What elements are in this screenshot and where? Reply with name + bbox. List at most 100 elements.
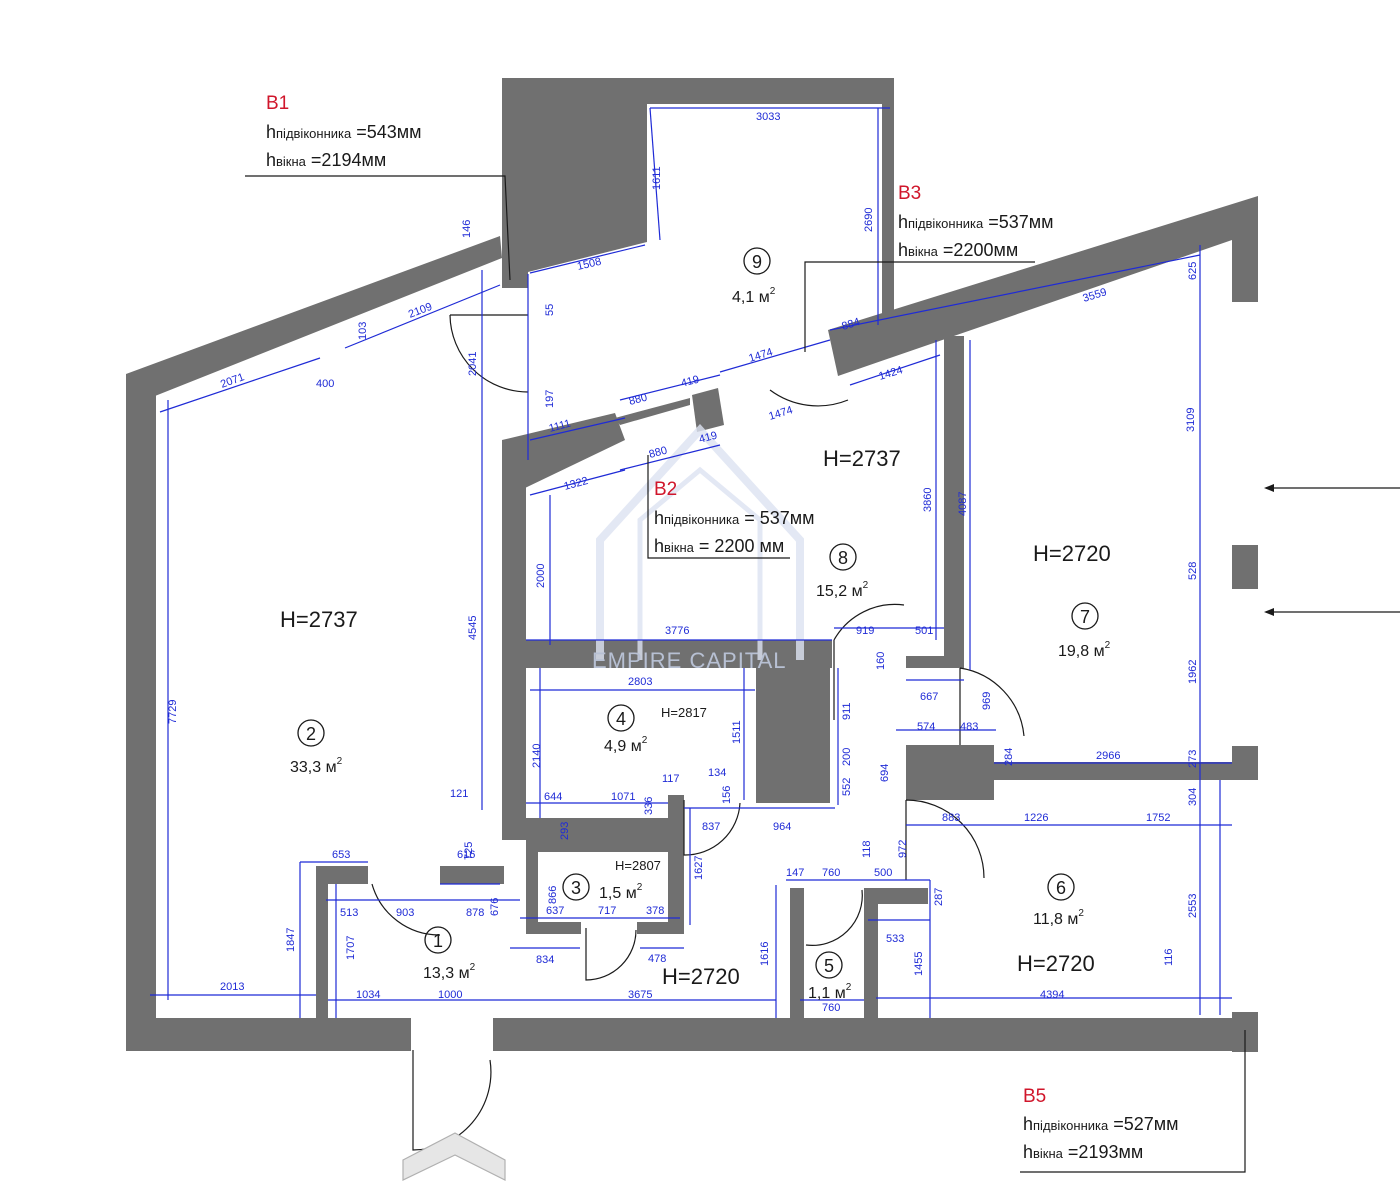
room-2-circle	[297, 719, 325, 747]
leader-b2	[647, 455, 790, 559]
dim-label: 903	[396, 907, 414, 919]
door-room7	[959, 667, 1025, 745]
dim-label: 134	[708, 767, 726, 779]
wall-5-left	[790, 888, 804, 1018]
dim-label: 378	[646, 905, 664, 917]
dim-label: 478	[648, 953, 666, 965]
dim-label: 616	[457, 849, 475, 861]
dim-label: 3033	[756, 111, 780, 123]
dim-label: 972	[897, 840, 909, 858]
dim-label: 2803	[628, 676, 652, 688]
dim-label: 880	[648, 445, 669, 461]
dim-label: 1611	[651, 166, 663, 190]
dim-label: 400	[316, 378, 334, 390]
dim-label: 513	[340, 907, 358, 919]
dim-label: 197	[544, 390, 556, 408]
dim-label: 880	[628, 392, 649, 408]
dim-label: 883	[942, 812, 960, 824]
dim-label: 1455	[913, 952, 925, 976]
room-3-circle	[562, 873, 590, 901]
door-room2-top	[449, 314, 529, 393]
dim-label: 676	[489, 898, 501, 916]
wall-right-outer	[1232, 296, 1258, 302]
dim-label: 103	[357, 322, 369, 340]
wall-right-pier-1	[1232, 545, 1258, 589]
dim-label: 293	[559, 822, 571, 840]
room-5-circle	[815, 951, 843, 979]
dim-label: 500	[874, 867, 892, 879]
dim-label: 117	[662, 773, 680, 785]
window-b1-height: hвікна =2194мм	[266, 150, 386, 170]
room-5-area: 1,1 м2	[808, 982, 852, 1002]
wall-5-right	[864, 888, 878, 1018]
room-4-circle	[607, 704, 635, 732]
room-6-circle	[1047, 873, 1075, 901]
wall-6-7-right	[994, 762, 1234, 780]
wall-6-7	[906, 745, 994, 800]
dim-label: 834	[536, 954, 554, 966]
dimension-labels: 3033 1611 2690 146 1508 55 197 2109 103 …	[167, 111, 1199, 1014]
room-7-number: 7	[1080, 607, 1090, 627]
door-room3	[585, 928, 637, 981]
room-2-number: 2	[306, 724, 316, 744]
dim-label: 653	[332, 849, 350, 861]
leader-b1	[245, 175, 511, 281]
dim-label: 2000	[535, 564, 547, 588]
leader-b3	[804, 261, 1035, 352]
dim-label: 964	[773, 821, 791, 833]
door-room8	[833, 603, 905, 720]
dim-label: 3860	[922, 488, 934, 512]
dim-label: 884	[840, 316, 861, 333]
wall-3-bottom-2	[637, 922, 684, 934]
dim-label: 284	[1003, 748, 1015, 766]
dim-label: 1226	[1024, 812, 1048, 824]
dim-label: 121	[450, 788, 468, 800]
room-7-circle	[1071, 602, 1099, 630]
dim-label: 667	[920, 691, 938, 703]
dim-label: 2690	[863, 208, 875, 232]
dim-label: 273	[1187, 750, 1199, 768]
wall-8-7	[944, 336, 964, 666]
dim-label: 160	[875, 652, 887, 670]
dim-label: 501	[915, 625, 933, 637]
dim-label: 2140	[531, 744, 543, 768]
room-8-circle	[829, 543, 857, 571]
dim-label: 760	[822, 1002, 840, 1014]
dim-label: 725	[463, 842, 475, 860]
dim-label: 147	[786, 867, 804, 879]
dim-label: 837	[702, 821, 720, 833]
dim-label: 1627	[693, 856, 705, 880]
dim-label: 1707	[345, 936, 357, 960]
room-1-number: 1	[433, 931, 443, 951]
dim-label: 528	[1187, 562, 1199, 580]
dim-label: 1616	[759, 942, 771, 966]
dim-label: 3776	[665, 625, 689, 637]
watermark: EMPIRE CAPITAL	[592, 424, 804, 673]
wall-room9-right	[882, 78, 894, 328]
dim-label: 7729	[167, 700, 179, 724]
dim-label: 1034	[356, 989, 380, 1001]
height-room2: H=2737	[280, 607, 358, 632]
dim-label: 483	[960, 721, 978, 733]
entrance-arrow-icon	[402, 1132, 506, 1181]
wall-3-4	[526, 818, 671, 852]
wall-room8-top	[502, 413, 625, 640]
dim-label: 969	[981, 692, 993, 710]
height-labels: H=2737 H=2737 H=2720 H=2720 H=2720 H=281…	[280, 446, 1111, 989]
dim-label: 4087	[957, 492, 969, 516]
dim-label: 2553	[1187, 894, 1199, 918]
dim-label: 1111	[548, 418, 572, 435]
dim-label: 1071	[611, 791, 635, 803]
wall-room8-top-2	[692, 388, 724, 432]
wall-1-2-right	[440, 866, 504, 884]
dim-label: 919	[856, 625, 874, 637]
wall-left-outer	[126, 374, 156, 1050]
window-b1-code: B1	[266, 93, 289, 114]
window-b1-sill: hпідвіконника =543мм	[266, 122, 422, 142]
room-3-number: 3	[571, 878, 581, 898]
room-5-number: 5	[824, 956, 834, 976]
window-callouts: B1 hпідвіконника =543мм hвікна =2194мм B…	[245, 93, 1400, 1173]
dim-label: 533	[886, 933, 904, 945]
